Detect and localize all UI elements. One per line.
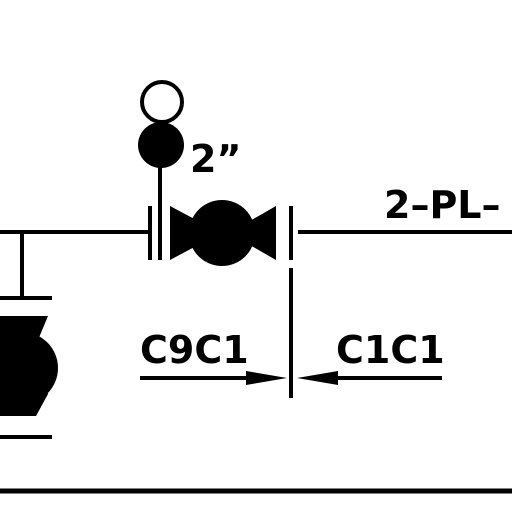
spec-right-label: C1C1 xyxy=(336,328,445,372)
spec-left-label: C9C1 xyxy=(140,328,249,372)
main-valve-symbol xyxy=(148,200,293,266)
pipe-size-label: 2” xyxy=(190,137,241,181)
spec-break-symbol xyxy=(140,268,442,398)
side-valve-symbol xyxy=(0,296,58,439)
line-number-label: 2–PL– xyxy=(384,183,501,227)
instrument-symbol xyxy=(138,80,184,260)
